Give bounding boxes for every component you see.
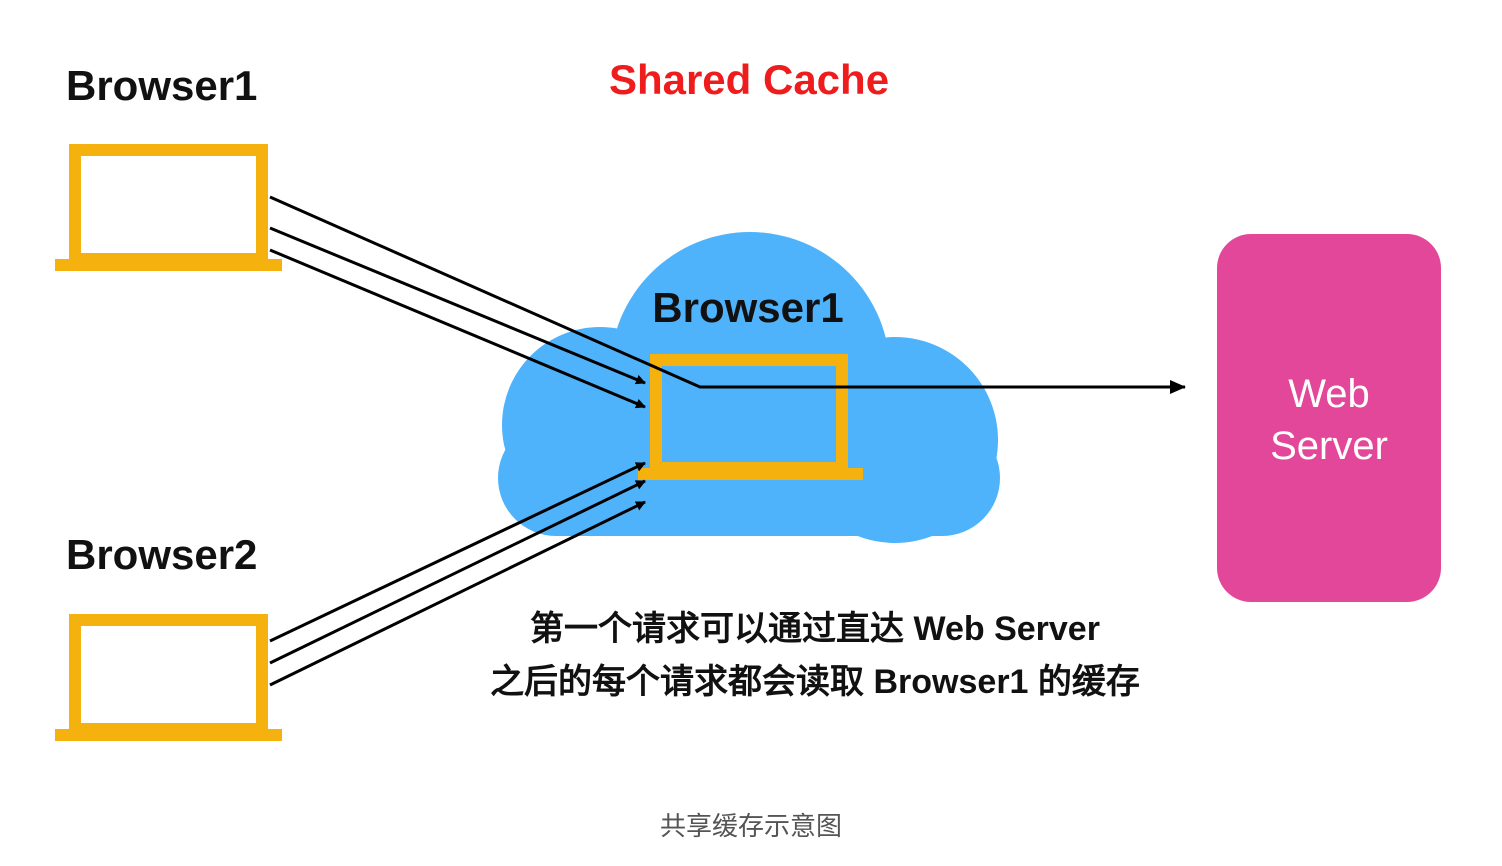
browser2-arrow-1 [269, 461, 646, 643]
browser2-label: Browser2 [66, 531, 257, 578]
web-server-box: Web Server [1217, 234, 1441, 602]
browser1-arrow-3 [269, 248, 646, 409]
web-server-label-line1: Web [1288, 372, 1370, 416]
browser2-arrow-3 [269, 500, 646, 687]
browser1-arrow-2 [269, 226, 646, 385]
browser2-request-arrows [269, 461, 646, 687]
figure-caption: 共享缓存示意图 [659, 812, 842, 842]
first-request-path [269, 195, 1186, 394]
browser1-laptop-icon [55, 144, 282, 271]
note-line-2: 之后的每个请求都会读取 Browser1 的缓存 [490, 663, 1140, 701]
diagram-title: Shared Cache [609, 56, 889, 103]
web-server-label-line2: Server [1270, 424, 1388, 468]
browser2-arrow-2 [269, 479, 646, 665]
browser1-label: Browser1 [66, 62, 257, 109]
browser1-request-arrows [269, 195, 1186, 409]
cache-browser1-label: Browser1 [652, 284, 843, 331]
note-line-1: 第一个请求可以通过直达 Web Server [530, 610, 1100, 648]
browser2-laptop-icon [55, 614, 282, 741]
cache-laptop-icon [638, 354, 863, 480]
